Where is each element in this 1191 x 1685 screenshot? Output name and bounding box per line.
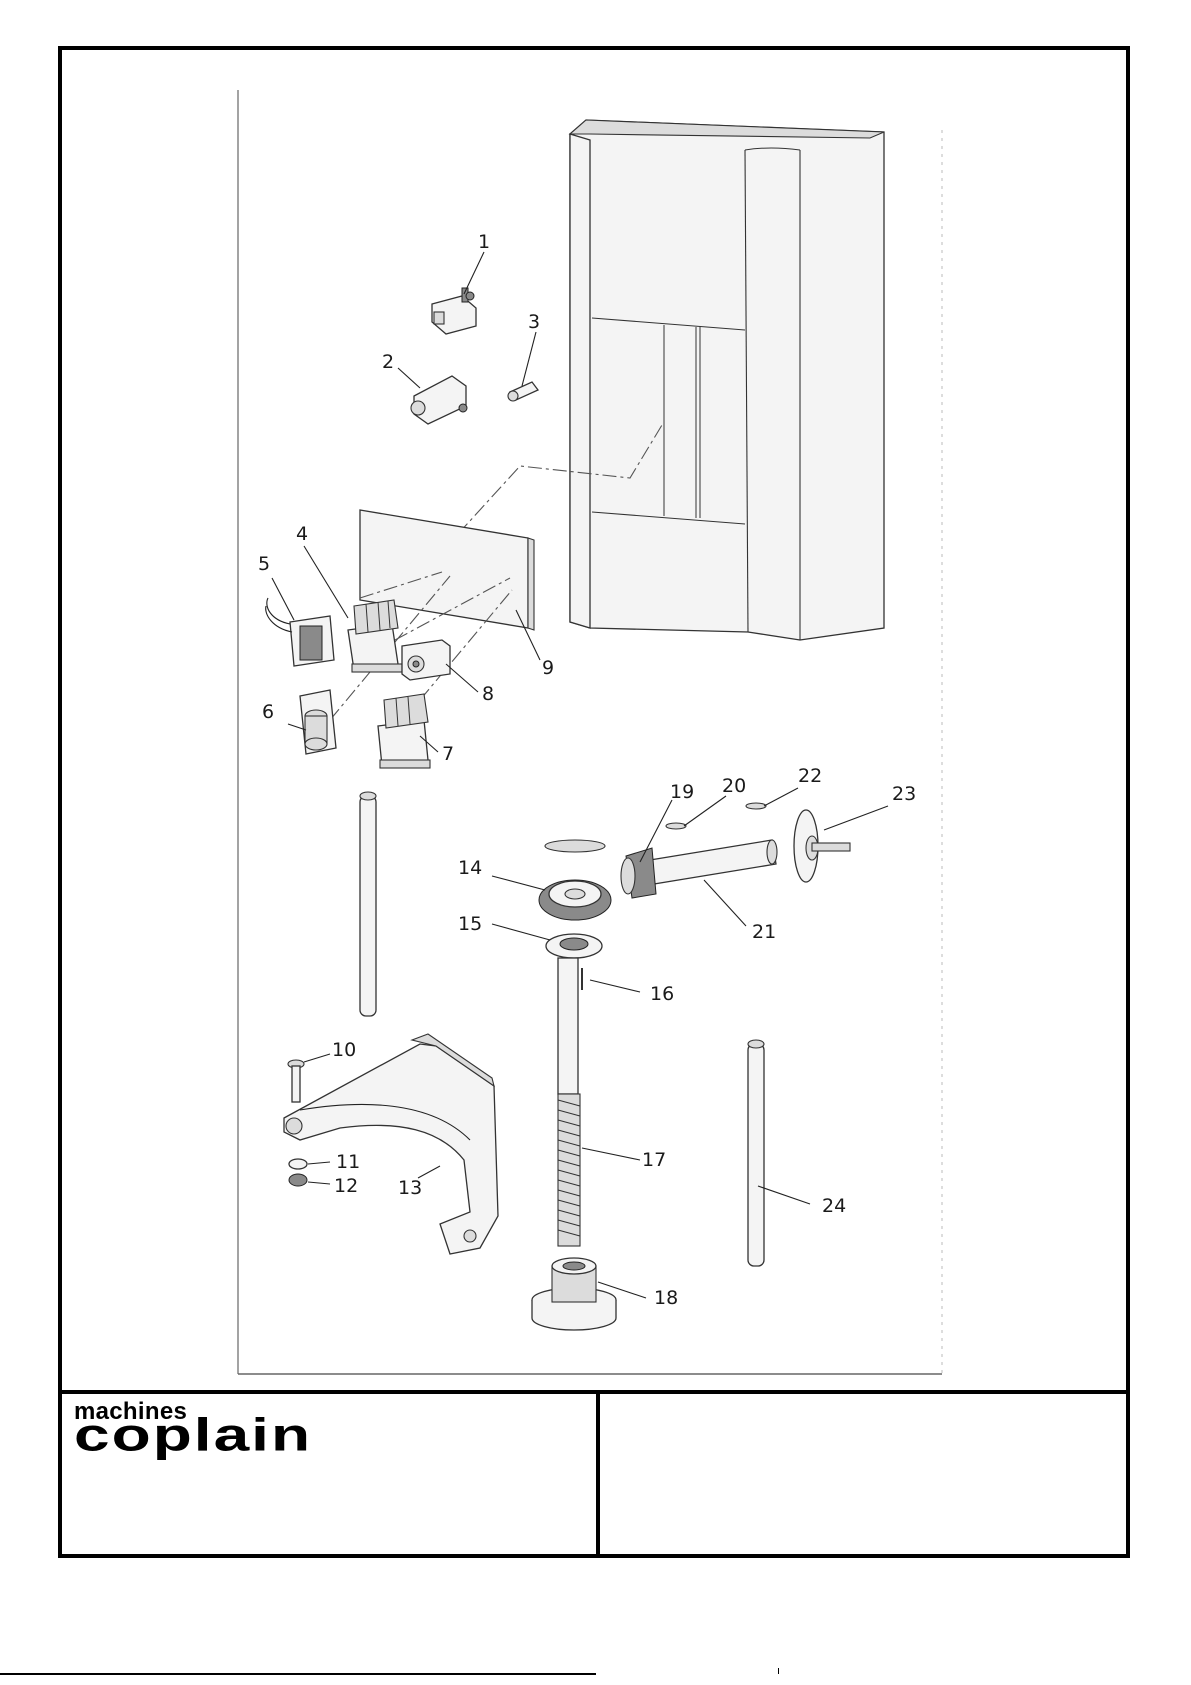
contactor-lower [378,694,430,768]
callout-2: 2 [382,351,394,373]
callout-22: 22 [798,765,822,787]
callout-20: 20 [722,775,746,797]
callout-23: 23 [892,783,916,805]
handwheel-hub [794,810,850,882]
transformer [266,598,334,666]
callout-14: 14 [458,857,482,879]
column-housing [570,120,884,640]
callout-8: 8 [482,683,494,705]
callout-13: 13 [398,1177,422,1199]
contactor-upper [348,600,402,672]
callout-21: 21 [752,921,776,943]
column-post-right [748,1040,764,1266]
callout-1: 1 [478,231,490,253]
callout-24: 24 [822,1195,846,1217]
lead-screw [558,958,580,1246]
bolt [288,1060,304,1102]
title-block-logo-cell: machines coplain [62,1394,598,1554]
callout-16: 16 [650,983,674,1005]
limit-switch-top [432,288,476,334]
column-post-left [360,792,376,1016]
callout-9: 9 [542,657,554,679]
switch-lower [411,376,467,424]
bevel-gear [539,840,611,920]
callout-11: 11 [336,1151,360,1173]
page-bottom-tick [778,1668,779,1674]
callout-12: 12 [334,1175,358,1197]
brand-wordmark-logo: coplain [74,1408,312,1461]
callout-5: 5 [258,553,270,575]
callout-19: 19 [670,781,694,803]
screw-nut [532,1258,616,1330]
callout-15: 15 [458,913,482,935]
nut [289,1174,307,1186]
callout-7: 7 [442,743,454,765]
column-bracket [284,1034,498,1254]
key-20 [666,823,686,829]
callout-6: 6 [262,701,274,723]
key-22 [746,803,766,809]
callout-18: 18 [654,1287,678,1309]
relay-timer [402,640,450,680]
small-pin [508,382,538,401]
capacitor-bracket [300,690,336,754]
washer [289,1159,307,1169]
page-bottom-rule [0,1673,596,1675]
callout-17: 17 [642,1149,666,1171]
callout-10: 10 [332,1039,356,1061]
callout-3: 3 [528,311,540,333]
callout-4: 4 [296,523,308,545]
pinion-shaft [621,840,777,898]
bearing [546,934,602,958]
